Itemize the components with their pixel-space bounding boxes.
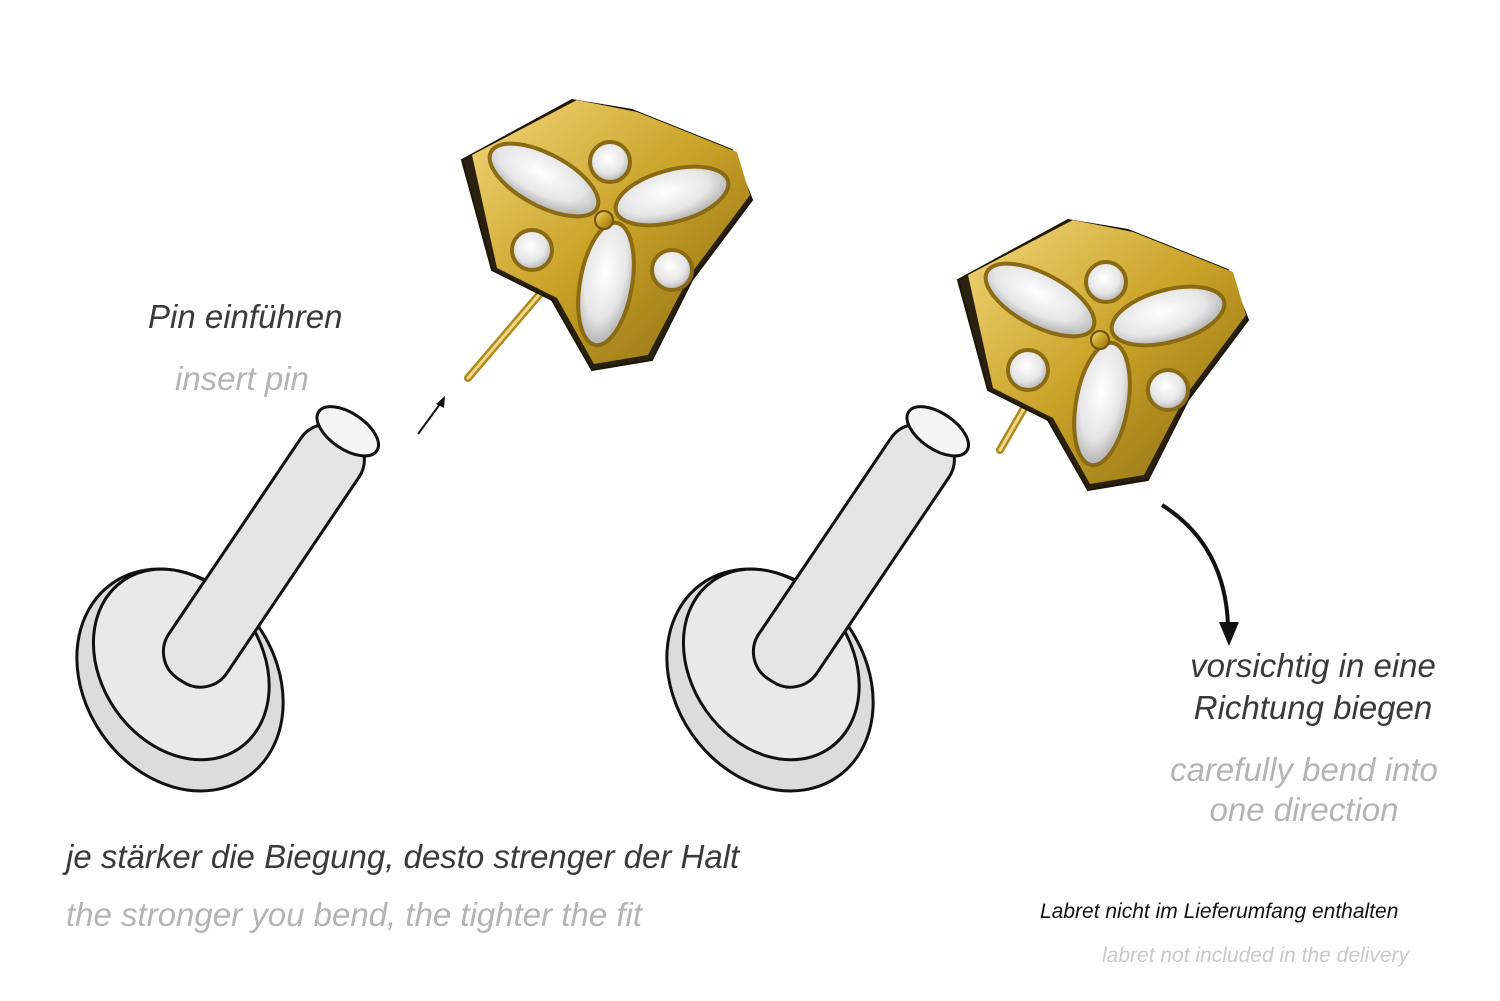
not-included-note-de: Labret nicht im Lieferumfang enthalten [1040, 900, 1399, 923]
arrow-icon [417, 396, 445, 435]
curved-arrow-icon [1160, 503, 1239, 646]
bend-label-de: vorsichtig in eine Richtung biegen [1190, 647, 1436, 726]
strength-label-de: je stärker die Biegung, desto strenger d… [66, 838, 740, 875]
strength-label-en: the stronger you bend, the tighter the f… [66, 896, 643, 933]
insert-pin-label-de: Pin einführen [148, 298, 343, 335]
not-included-note-en: labret not included in the delivery [1102, 944, 1410, 967]
labret-left [32, 395, 389, 833]
bend-label-en: carefully bend into one direction [1170, 751, 1438, 828]
labret-right [622, 395, 979, 833]
insert-pin-label-en: insert pin [175, 360, 309, 397]
